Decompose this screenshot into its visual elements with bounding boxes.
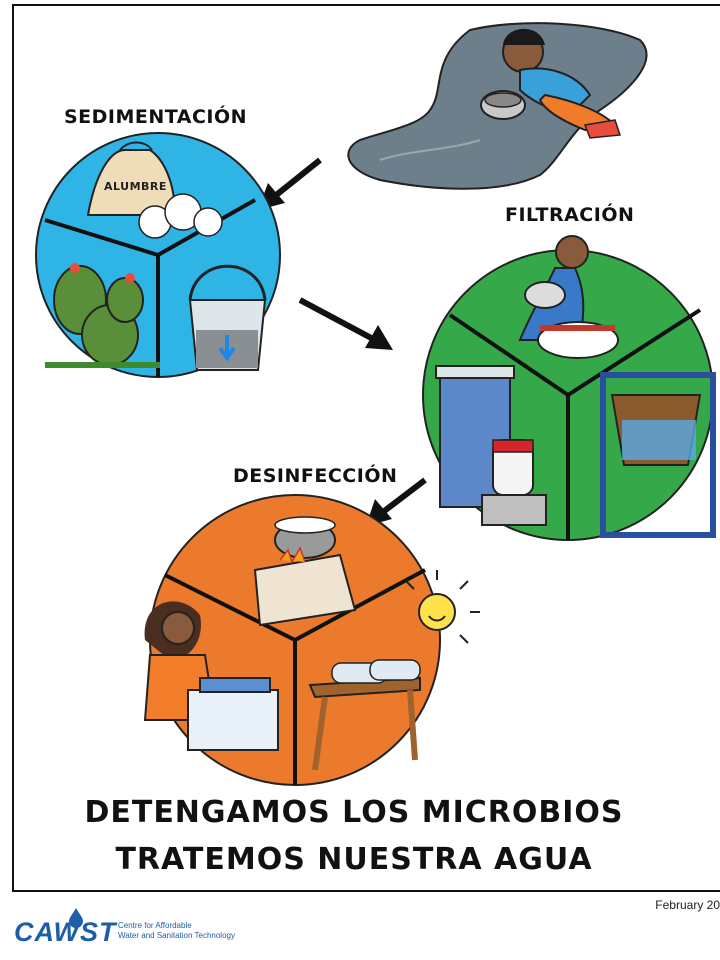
boiling-pot-stove-icon: [253, 516, 357, 627]
filtration-label: FILTRACIÓN: [505, 204, 635, 226]
solar-disinfection-bottles-icon: [308, 659, 421, 771]
water-drop-icon: [69, 908, 83, 928]
sedimentation-label: SEDIMENTACIÓN: [64, 106, 248, 128]
sedimentation-circle: [35, 132, 281, 378]
logo-tagline-1: Centre for Affordable: [118, 921, 192, 930]
alum-bag-icon: [86, 141, 223, 239]
disinfection-label: DESINFECCIÓN: [233, 465, 398, 487]
cawst-logo-text: CAWST: [14, 917, 117, 947]
cactus-icon: [45, 263, 160, 368]
headline-line-1: DETENGAMOS LOS MICROBIOS: [84, 795, 624, 830]
biosand-filter-icon: [435, 365, 547, 526]
cloth-filter-stand-icon: [600, 372, 716, 538]
woman-with-container-icon: [143, 601, 279, 751]
poster-illustration: [35, 22, 716, 786]
alum-bag-label: ALUMBRE: [104, 180, 167, 193]
arrow-to-filtration-icon: [298, 297, 393, 350]
filtration-circle: [422, 235, 716, 541]
poster-frame: [12, 4, 720, 892]
pond-scene: [347, 22, 648, 190]
girl-collecting-water-icon: [480, 28, 622, 139]
cawst-logo: CAWST Centre for Affordable Water and Sa…: [14, 905, 254, 949]
bucket-icon: [188, 264, 267, 371]
headline-line-2: TRATEMOS NUESTRA AGUA: [115, 842, 593, 877]
date-text: February 20: [655, 898, 720, 912]
disinfection-circle: [143, 494, 480, 786]
woman-filtering-icon: [518, 235, 619, 359]
sun-icon: [405, 570, 480, 644]
logo-tagline-2: Water and Sanitation Technology: [118, 931, 235, 940]
